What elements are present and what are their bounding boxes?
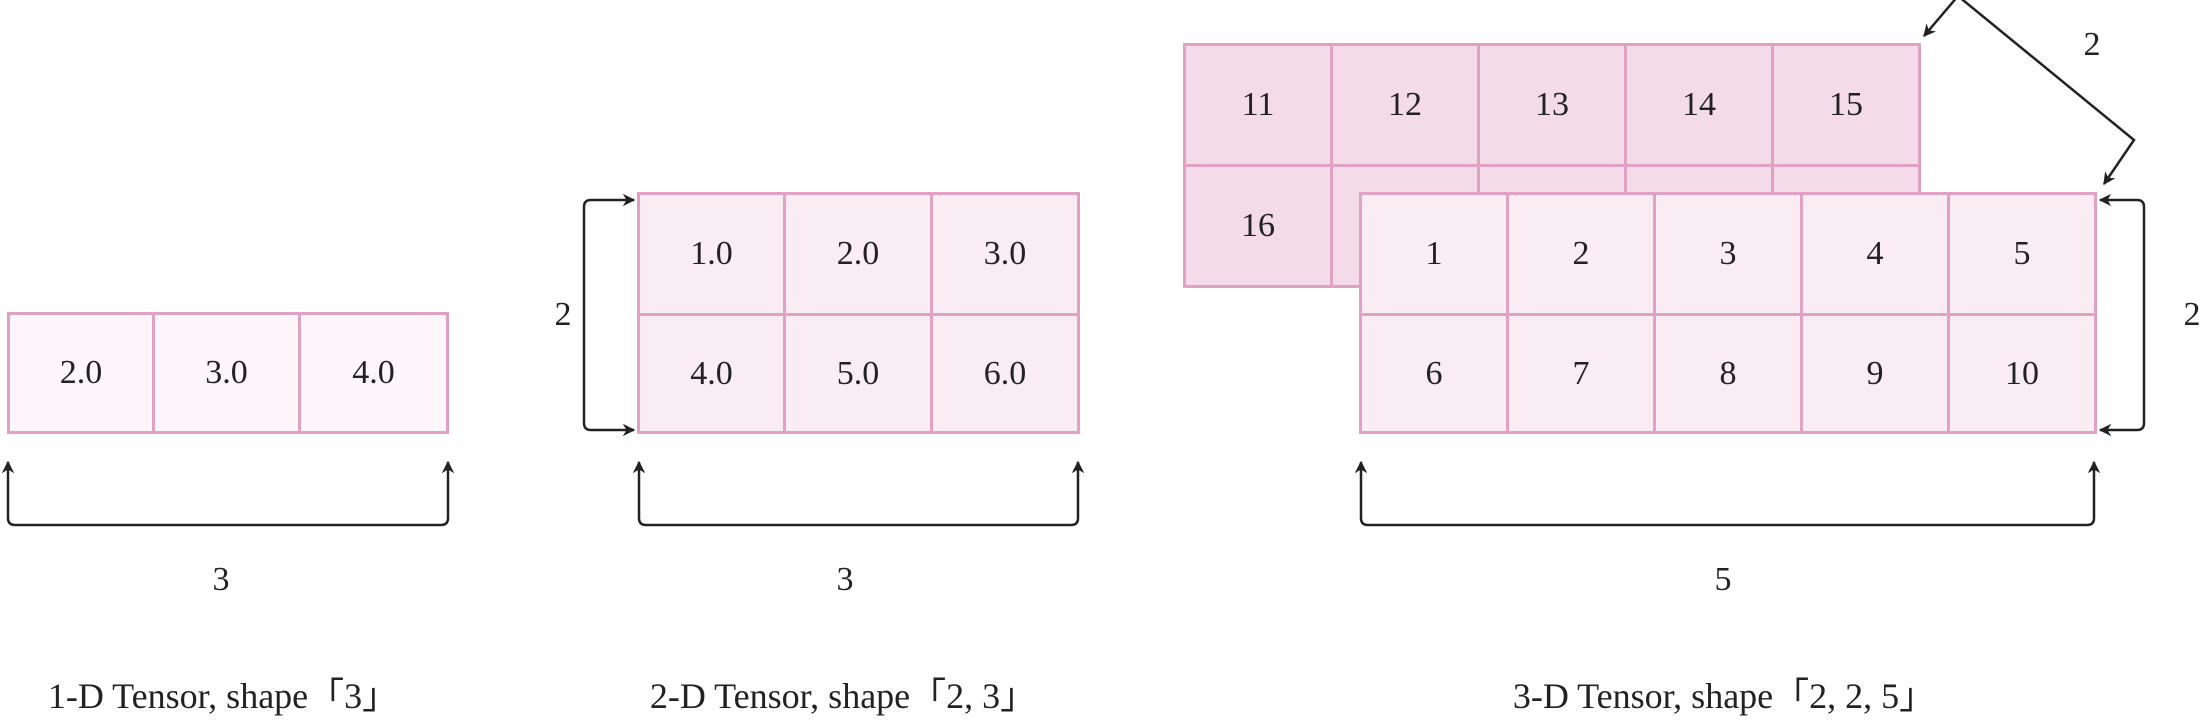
t3-caption: 3-D Tensor, shape「2, 2, 5」 [1512, 676, 1936, 716]
t3-width-arrow [1354, 460, 2101, 527]
t1-cell-1: 3.0 [152, 312, 301, 434]
t2-cell-0-0: 1.0 [637, 192, 786, 316]
t3-height-label: 2 [2183, 296, 2201, 333]
t3-front-cell-0-1: 2 [1506, 192, 1656, 316]
t2-height-arrow [582, 193, 636, 437]
t3-front-cell-1-3: 9 [1800, 313, 1950, 434]
t1-width-arrow [1, 460, 455, 527]
t3-front-cell-1-0: 6 [1359, 313, 1509, 434]
t3-front-cell-0-0: 1 [1359, 192, 1509, 316]
t3-back-cell-0-0: 11 [1183, 43, 1333, 167]
t2-cell-1-2: 6.0 [930, 313, 1080, 434]
t3-back-cell-0-3: 14 [1624, 43, 1774, 167]
t2-cell-0-2: 3.0 [930, 192, 1080, 316]
t3-width-label: 5 [1714, 561, 1732, 598]
t3-back-cell-0-4: 15 [1771, 43, 1921, 167]
t2-cell-1-0: 4.0 [637, 313, 786, 434]
t1-cell-2: 4.0 [298, 312, 449, 434]
t3-front-cell-1-2: 8 [1653, 313, 1803, 434]
t2-caption: 2-D Tensor, shape「2, 3」 [649, 676, 1037, 716]
t3-height-arrow [2098, 193, 2146, 437]
t3-depth-arrow [1960, 0, 2136, 186]
t3-front-cell-0-2: 3 [1653, 192, 1803, 316]
t3-back-cell-1-0: 16 [1183, 164, 1333, 288]
t3-back-cell-0-2: 13 [1477, 43, 1627, 167]
t2-width-arrow [632, 460, 1085, 527]
t3-depth-label: 2 [2083, 26, 2101, 63]
t2-cell-1-1: 5.0 [783, 313, 933, 434]
t3-front-cell-1-1: 7 [1506, 313, 1656, 434]
t2-width-label: 3 [836, 561, 854, 598]
t2-cell-0-1: 2.0 [783, 192, 933, 316]
t1-cell-0: 2.0 [7, 312, 155, 434]
t3-front-cell-0-4: 5 [1947, 192, 2097, 316]
t3-depth-arrow-start [1923, 0, 1957, 37]
t1-caption: 1-D Tensor, shape「3」 [47, 676, 399, 716]
t2-height-label: 2 [554, 296, 572, 333]
t3-front-cell-1-4: 10 [1947, 313, 2097, 434]
t3-front-cell-0-3: 4 [1800, 192, 1950, 316]
t3-back-cell-0-1: 12 [1330, 43, 1480, 167]
t1-width-label: 3 [212, 561, 230, 598]
